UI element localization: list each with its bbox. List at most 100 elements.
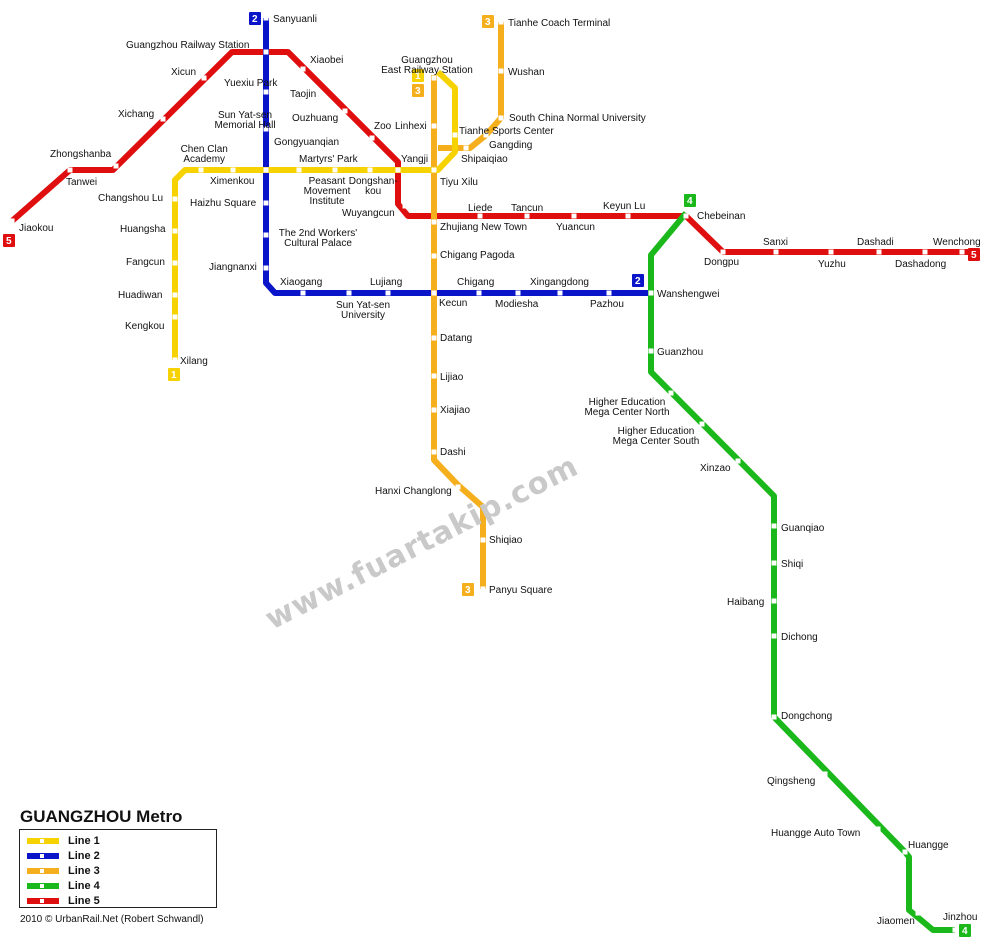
- station-xichang[interactable]: Xichang: [118, 109, 154, 120]
- station-yuexiu-park[interactable]: Yuexiu Park: [224, 78, 278, 89]
- station-sanxi[interactable]: Sanxi: [763, 237, 788, 248]
- station-keyun-lu[interactable]: Keyun Lu: [603, 201, 645, 212]
- station-dongpu[interactable]: Dongpu: [704, 257, 739, 268]
- station-zhujiang-new-town[interactable]: Zhujiang New Town: [440, 222, 527, 233]
- station-linhexi[interactable]: Linhexi: [395, 121, 427, 132]
- station-tanwei[interactable]: Tanwei: [66, 177, 97, 188]
- station-dashadi[interactable]: Dashadi: [857, 237, 894, 248]
- station-jiangnanxi[interactable]: Jiangnanxi: [209, 262, 257, 273]
- station-marker: [431, 449, 437, 455]
- station-tiyu-xilu[interactable]: Tiyu Xilu: [440, 177, 478, 188]
- station-haibang[interactable]: Haibang: [727, 597, 764, 608]
- station-second-workers-cultural-palace[interactable]: The 2nd Workers'Cultural Palace: [279, 228, 358, 249]
- line-2-swatch: [27, 853, 59, 859]
- station-marker: [402, 203, 408, 209]
- station-marker: [367, 167, 373, 173]
- station-zhongshanba[interactable]: Zhongshanba: [50, 149, 112, 160]
- station-marker: [922, 249, 928, 255]
- station-martyrs-park[interactable]: Martyrs' Park: [299, 154, 359, 165]
- station-tianhe-coach-terminal[interactable]: Tianhe Coach Terminal: [508, 18, 610, 29]
- station-dashadong[interactable]: Dashadong: [895, 259, 946, 270]
- station-yangji[interactable]: Yangji: [401, 154, 428, 165]
- station-shiqiao[interactable]: Shiqiao: [489, 535, 523, 546]
- station-marker: [172, 314, 178, 320]
- station-marker: [498, 68, 504, 74]
- station-lujiang[interactable]: Lujiang: [370, 277, 402, 288]
- station-gongyuanqian[interactable]: Gongyuanqian: [274, 137, 339, 148]
- station-marker: [735, 458, 741, 464]
- station-xilang[interactable]: Xilang: [180, 356, 208, 367]
- station-guanzhou[interactable]: Guanzhou: [657, 347, 703, 358]
- station-marker: [876, 249, 882, 255]
- station-taojin[interactable]: Taojin: [290, 89, 316, 100]
- station-chigang-pagoda[interactable]: Chigang Pagoda: [440, 250, 515, 261]
- station-dongchong[interactable]: Dongchong: [781, 711, 832, 722]
- station-xingangdong[interactable]: Xingangdong: [530, 277, 589, 288]
- station-huangsha[interactable]: Huangsha: [120, 224, 166, 235]
- station-qingsheng[interactable]: Qingsheng: [767, 776, 815, 787]
- station-chebeinan[interactable]: Chebeinan: [697, 211, 745, 222]
- station-marker: [668, 390, 674, 396]
- station-yuancun[interactable]: Yuancun: [556, 222, 595, 233]
- station-xicun[interactable]: Xicun: [171, 67, 196, 78]
- station-huadiwan[interactable]: Huadiwan: [118, 290, 162, 301]
- station-panyu-square[interactable]: Panyu Square: [489, 585, 553, 596]
- station-marker: [300, 66, 306, 72]
- station-marker: [557, 290, 563, 296]
- station-dichong[interactable]: Dichong: [781, 632, 818, 643]
- station-shiqi[interactable]: Shiqi: [781, 559, 803, 570]
- station-jinzhou[interactable]: Jinzhou: [943, 912, 977, 923]
- station-huangge-auto-town[interactable]: Huangge Auto Town: [771, 828, 860, 839]
- station-zoo[interactable]: Zoo: [374, 121, 392, 132]
- station-xiajiao[interactable]: Xiajiao: [440, 405, 470, 416]
- svg-text:3: 3: [415, 86, 421, 97]
- station-wanshengwei[interactable]: Wanshengwei: [657, 289, 719, 300]
- station-dongshankou[interactable]: Dongshan-kou: [349, 176, 398, 197]
- station-wushan[interactable]: Wushan: [508, 67, 545, 78]
- station-jiaokou[interactable]: Jiaokou: [19, 223, 53, 234]
- station-jiaomen[interactable]: Jiaomen: [877, 916, 915, 927]
- station-xinzao[interactable]: Xinzao: [700, 463, 731, 474]
- station-yuzhu[interactable]: Yuzhu: [818, 259, 846, 270]
- station-gangding[interactable]: Gangding: [489, 140, 532, 151]
- station-ouzhuang[interactable]: Ouzhuang: [292, 113, 338, 124]
- station-chigang[interactable]: Chigang: [457, 277, 494, 288]
- station-wuyangcun[interactable]: Wuyangcun: [342, 208, 395, 219]
- station-guanqiao[interactable]: Guanqiao: [781, 523, 825, 534]
- station-haizhu-square[interactable]: Haizhu Square: [190, 198, 257, 209]
- svg-text:1: 1: [415, 71, 421, 82]
- station-shipaiqiao[interactable]: Shipaiqiao: [461, 154, 508, 165]
- station-huangge[interactable]: Huangge: [908, 840, 949, 851]
- station-fangcun[interactable]: Fangcun: [126, 257, 165, 268]
- station-changshou-lu[interactable]: Changshou Lu: [98, 193, 163, 204]
- station-lijiao[interactable]: Lijiao: [440, 372, 464, 383]
- station-tianhe-sports-center[interactable]: Tianhe Sports Center: [459, 126, 554, 137]
- station-kecun[interactable]: Kecun: [439, 298, 467, 309]
- station-hanxi-changlong[interactable]: Hanxi Changlong: [375, 486, 452, 497]
- line-5-route: [10, 49, 975, 255]
- station-labels: Sanyuanli Guangzhou Railway Station Xiao…: [19, 14, 981, 927]
- station-kengkou[interactable]: Kengkou: [125, 321, 164, 332]
- station-dashi[interactable]: Dashi: [440, 447, 466, 458]
- station-sanyuanli[interactable]: Sanyuanli: [273, 14, 317, 25]
- station-wenchong[interactable]: Wenchong: [933, 237, 981, 248]
- station-modiesha[interactable]: Modiesha: [495, 299, 539, 310]
- station-south-china-normal-university[interactable]: South China Normal University: [509, 113, 646, 124]
- station-guangzhou-railway-station[interactable]: Guangzhou Railway Station: [126, 40, 249, 51]
- station-xiaogang[interactable]: Xiaogang: [280, 277, 322, 288]
- station-xiaobei[interactable]: Xiaobei: [310, 55, 343, 66]
- station-pazhou[interactable]: Pazhou: [590, 299, 624, 310]
- station-datang[interactable]: Datang: [440, 333, 472, 344]
- station-liede[interactable]: Liede: [468, 203, 493, 214]
- station-ximenkou[interactable]: Ximenkou: [210, 176, 254, 187]
- line-4-route: [648, 211, 955, 933]
- station-tancun[interactable]: Tancun: [511, 203, 543, 214]
